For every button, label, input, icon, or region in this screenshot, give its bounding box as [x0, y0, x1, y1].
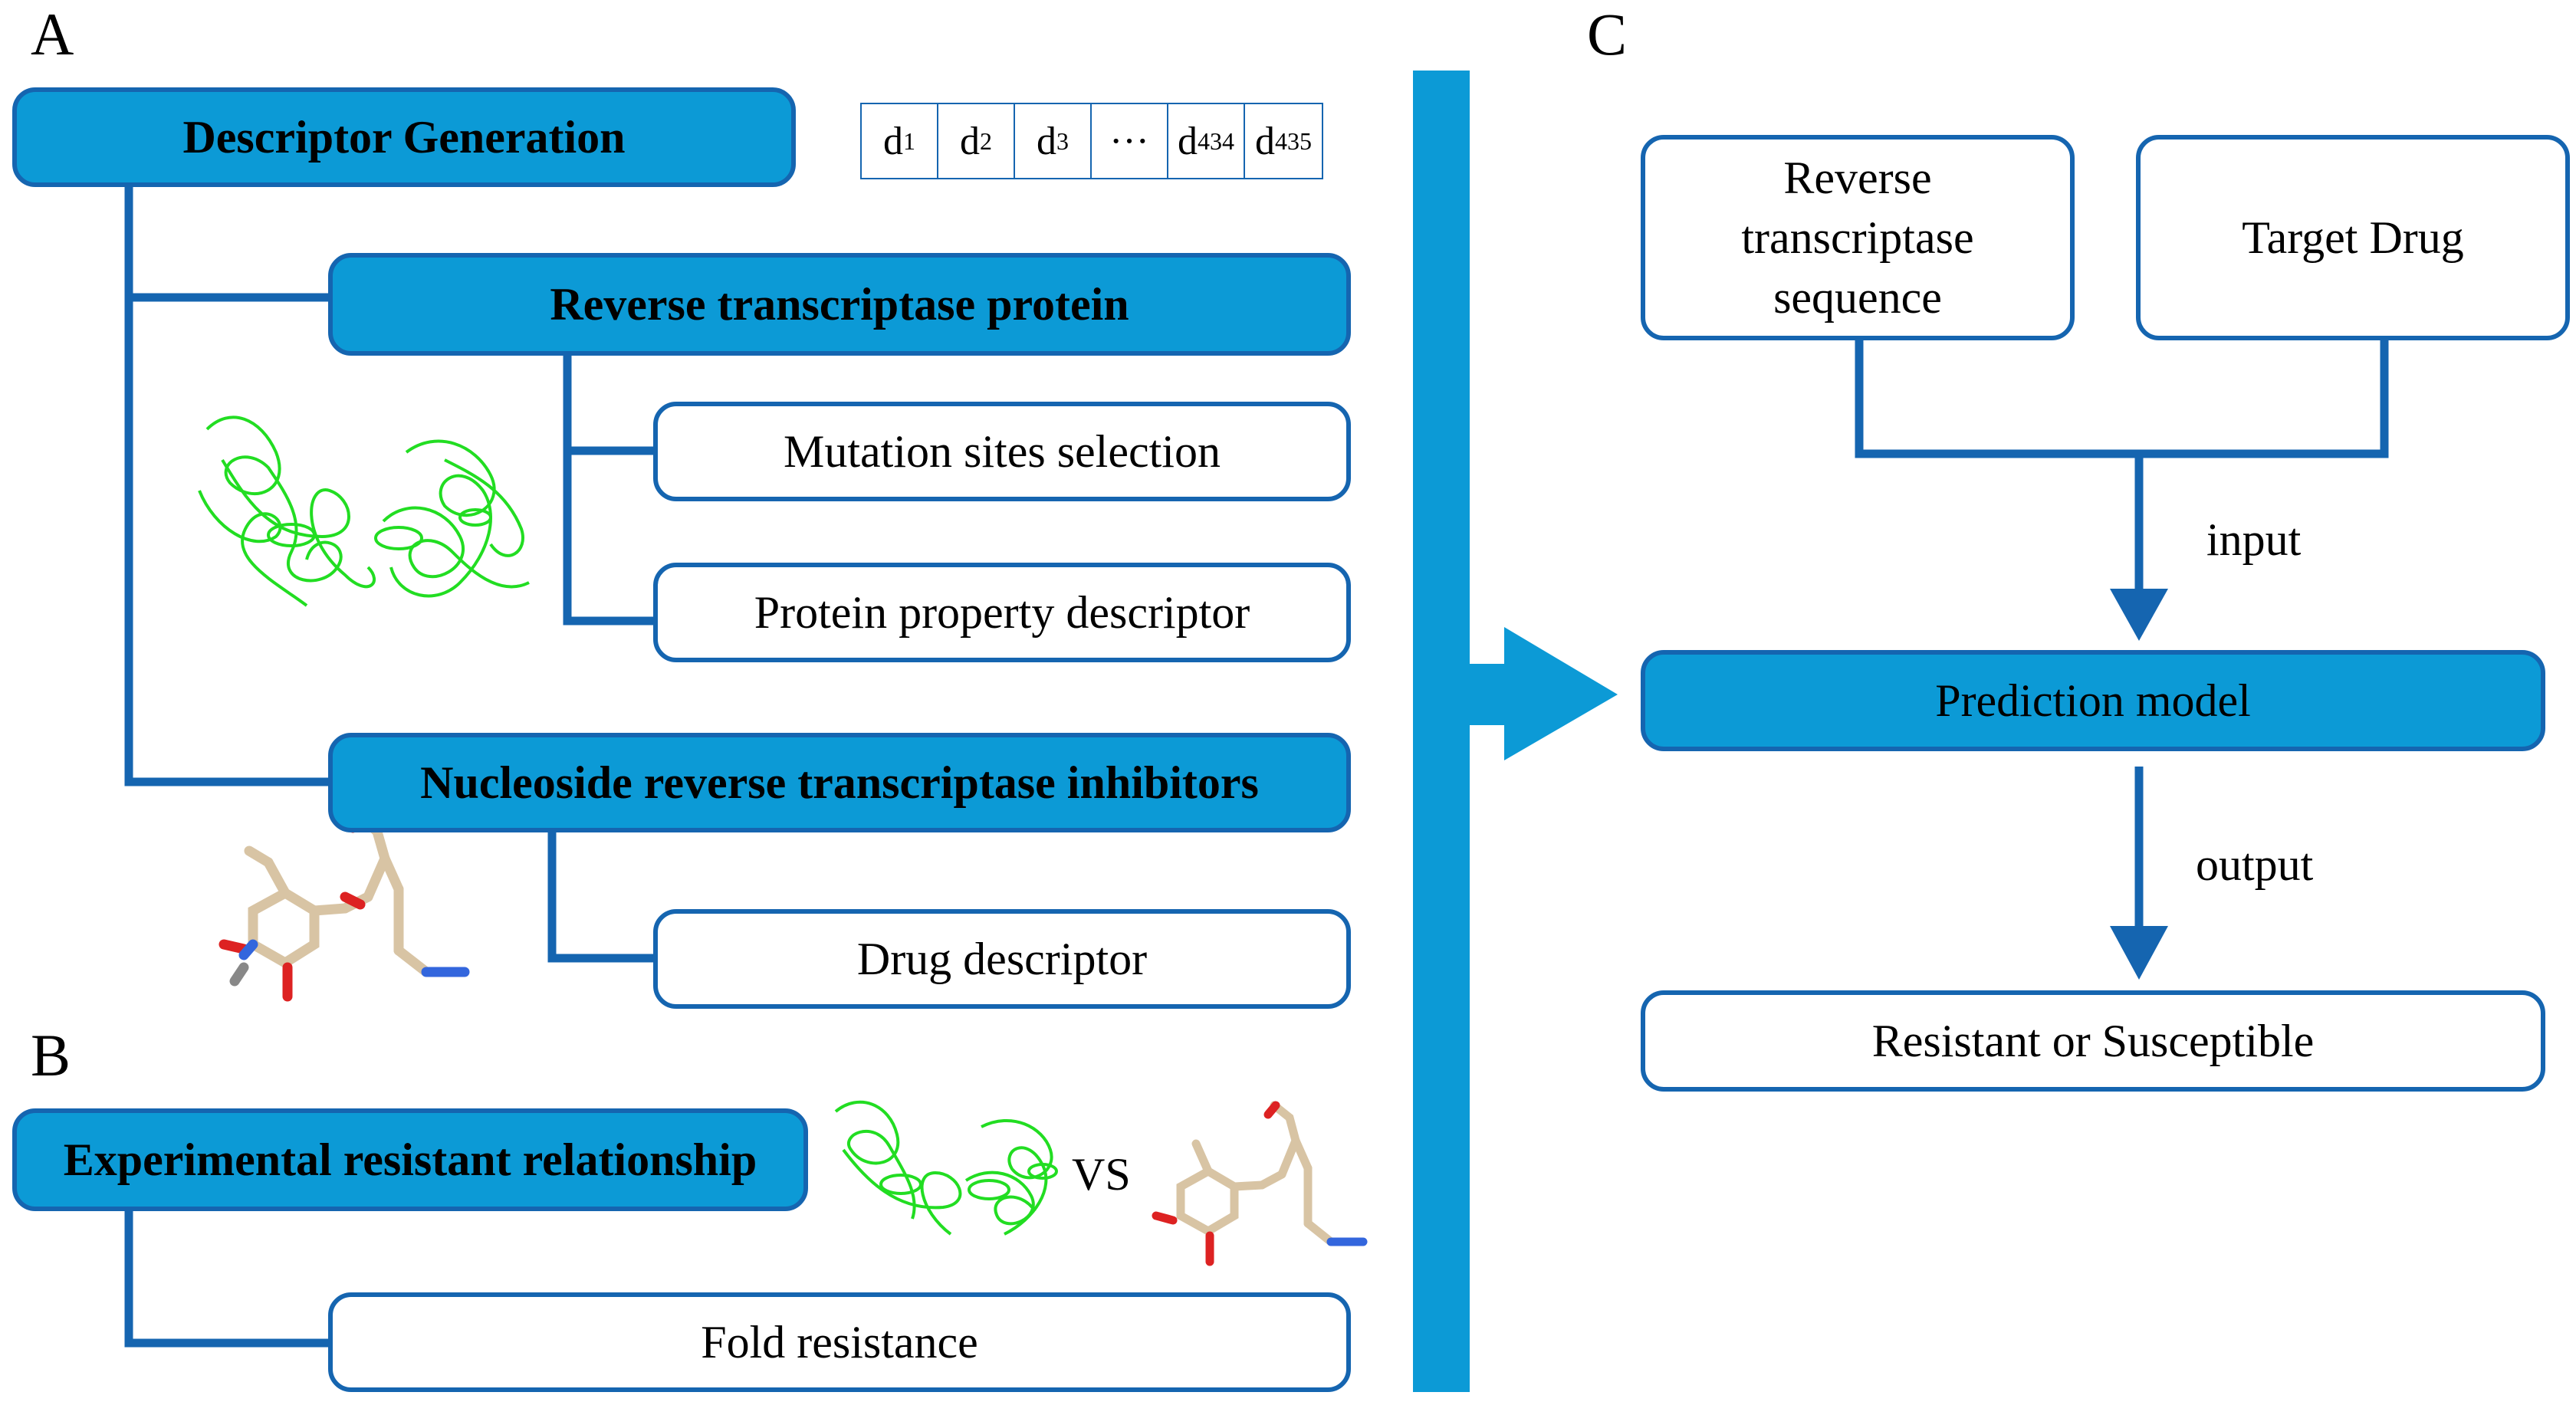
- divider-bar: [1413, 71, 1470, 1392]
- connector-drug-to-descriptor: [547, 829, 656, 963]
- panel-label-c: C: [1587, 1, 1628, 67]
- connector-inputs-merge: [1855, 340, 2389, 458]
- output-label: output: [2196, 839, 2314, 890]
- connector-exp-to-fold: [124, 1211, 330, 1348]
- panel-label-b: B: [31, 1022, 71, 1088]
- drug-descriptor-box: Drug descriptor: [653, 909, 1351, 1009]
- protein-header-box: Reverse transcriptase protein: [328, 253, 1351, 356]
- descriptor-cell: ···: [1092, 104, 1168, 178]
- connector-protein-to-mutation: [563, 354, 656, 455]
- input-label: input: [2206, 514, 2302, 565]
- arrow-head-output: [2110, 926, 2168, 980]
- descriptor-generation-box: Descriptor Generation: [12, 87, 796, 187]
- protein-structure-image: [198, 415, 530, 607]
- resistant-susceptible-box: Resistant or Susceptible: [1641, 990, 2545, 1092]
- connector-root-to-protein: [124, 184, 330, 302]
- panel-label-a: A: [31, 1, 74, 67]
- drug-molecule-image: [219, 811, 470, 1002]
- nrti-header-box: Nucleoside reverse transcriptase inhibit…: [328, 733, 1351, 832]
- connector-protein-to-property: [563, 451, 656, 625]
- big-arrow-head: [1470, 627, 1618, 760]
- protein-property-box: Protein property descriptor: [653, 563, 1351, 662]
- arrow-head-input: [2110, 589, 2168, 641]
- fold-resistance-box: Fold resistance: [328, 1292, 1351, 1392]
- vs-label: VS: [1072, 1149, 1131, 1200]
- rt-sequence-box: Reverse transcriptase sequence: [1641, 135, 2075, 340]
- experimental-relationship-box: Experimental resistant relationship: [12, 1108, 808, 1211]
- mutation-sites-box: Mutation sites selection: [653, 402, 1351, 501]
- drug-molecule-image-b: [1152, 1101, 1368, 1266]
- protein-structure-image-b: [834, 1100, 1058, 1236]
- target-drug-box: Target Drug: [2136, 135, 2570, 340]
- prediction-model-box: Prediction model: [1641, 650, 2545, 751]
- connector-root-to-drug: [124, 297, 330, 786]
